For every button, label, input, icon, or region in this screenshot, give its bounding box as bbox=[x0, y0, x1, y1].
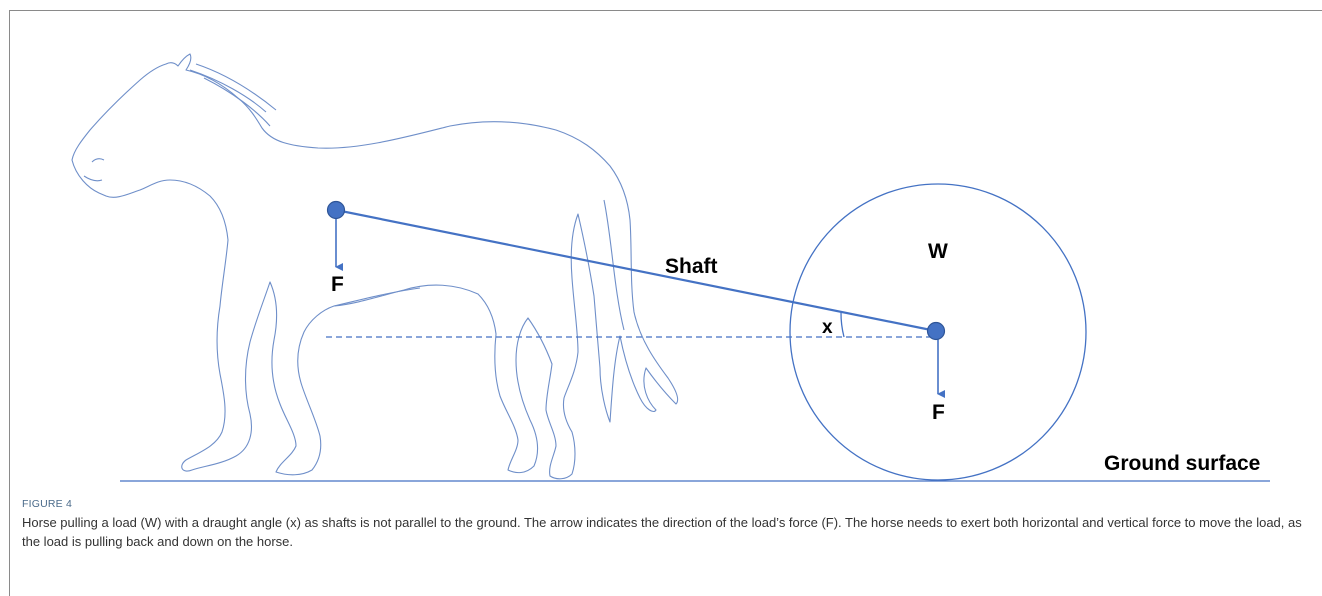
figure-number: FIGURE 4 bbox=[22, 498, 73, 510]
caption-text: Horse pulling a load (W) with a draught … bbox=[22, 515, 1302, 549]
shaft-label: Shaft bbox=[665, 255, 718, 278]
horse-attachment-point bbox=[326, 200, 346, 220]
load-attachment-point bbox=[926, 321, 946, 341]
draught-angle-arc bbox=[840, 311, 845, 338]
shaft-line bbox=[335, 208, 937, 333]
horse-force-label: F bbox=[331, 273, 344, 296]
ground-surface-label: Ground surface bbox=[1104, 452, 1260, 475]
load-force-label: F bbox=[932, 401, 945, 424]
figure-caption: FIGURE 4 Horse pulling a load (W) with a… bbox=[22, 498, 1312, 551]
load-wheel-circle bbox=[789, 183, 1087, 481]
weight-label: W bbox=[928, 240, 948, 263]
frame-top-border bbox=[9, 10, 1322, 11]
horse-outline bbox=[71, 53, 679, 480]
frame-left-border bbox=[9, 10, 10, 596]
angle-label: x bbox=[822, 317, 833, 338]
